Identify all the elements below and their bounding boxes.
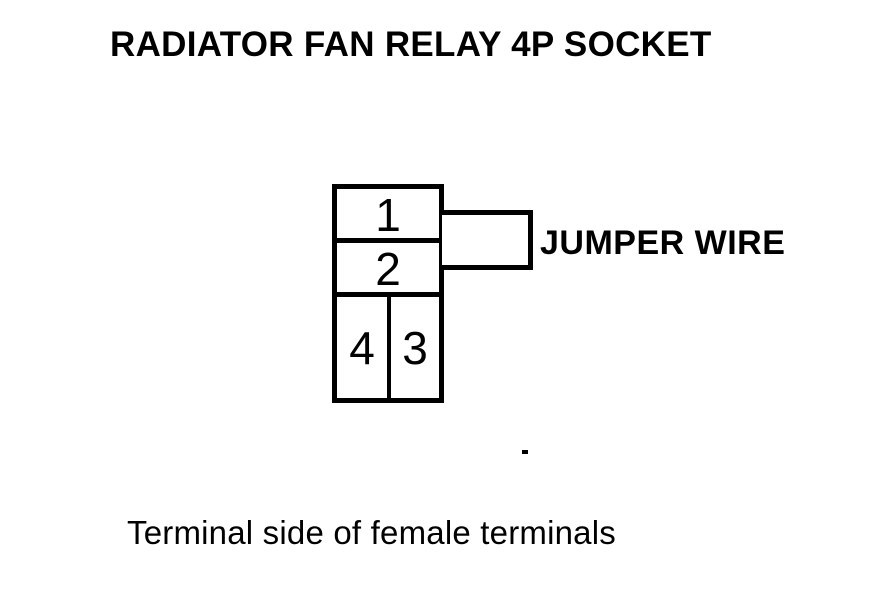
terminal-2-label: 2 bbox=[375, 242, 401, 295]
socket-divider-row1-row2 bbox=[337, 238, 439, 243]
socket-divider-terminal4-terminal3 bbox=[387, 297, 391, 398]
relay-socket-outline: 1 2 4 3 bbox=[332, 184, 444, 403]
stray-ink-mark bbox=[522, 450, 528, 454]
terminal-cell-4: 4 bbox=[337, 297, 387, 398]
terminal-cell-1: 1 bbox=[337, 189, 439, 241]
terminal-cell-3: 3 bbox=[391, 297, 439, 398]
terminal-1-label: 1 bbox=[375, 188, 401, 241]
jumper-wire-label: JUMPER WIRE bbox=[540, 224, 786, 262]
terminal-4-label: 4 bbox=[349, 321, 375, 374]
terminal-3-label: 3 bbox=[402, 321, 428, 374]
jumper-wire-box bbox=[442, 210, 533, 270]
diagram-title: RADIATOR FAN RELAY 4P SOCKET bbox=[110, 25, 712, 64]
socket-divider-row2-row3 bbox=[337, 292, 439, 297]
caption: Terminal side of female terminals bbox=[127, 514, 616, 551]
terminal-cell-2: 2 bbox=[337, 243, 439, 295]
